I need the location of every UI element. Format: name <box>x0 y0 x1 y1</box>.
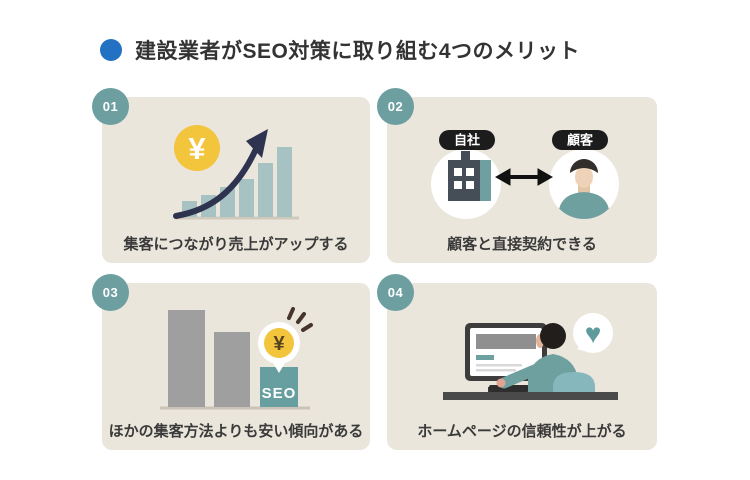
page-title: 建設業者がSEO対策に取り組む4つのメリット <box>135 40 581 63</box>
merit-panel-1: 01 ¥ 集客につながり売上がアップする <box>92 88 370 263</box>
panel-number-badge: 02 <box>377 88 414 125</box>
heart-bubble-icon: ♥ <box>573 313 613 353</box>
panel-caption: 顧客と直接契約できる <box>447 236 597 253</box>
yen-symbol: ¥ <box>188 131 206 166</box>
double-arrow-icon <box>494 168 554 186</box>
other-method-bar <box>214 332 250 407</box>
merit-panel-4: 04 <box>377 274 657 450</box>
emphasis-marks-icon <box>287 307 313 332</box>
panel-caption: ほかの集客方法よりも安い傾向がある <box>108 423 364 440</box>
seo-bar-label: SEO <box>262 385 297 402</box>
merit-panel-3: 03 SEO ¥ ほかの集客方法よりも安い傾向がある <box>92 274 370 450</box>
yen-coin-icon: ¥ <box>174 125 220 171</box>
panel-number-badge: 03 <box>92 274 129 311</box>
customer-label-pill: 顧客 <box>552 130 608 150</box>
panel-caption: 集客につながり売上がアップする <box>123 236 349 253</box>
merit-panel-2: 02 <box>377 88 657 263</box>
desk-icon <box>443 392 618 400</box>
header: 建設業者がSEO対策に取り組む4つのメリット <box>100 36 580 64</box>
customer-avatar-icon <box>559 159 609 219</box>
growth-arrow-icon <box>173 129 268 219</box>
company-customer-diagram: 自社 顧客 <box>431 130 619 219</box>
yen-coin-bubble-icon: ¥ <box>258 322 300 373</box>
yen-symbol: ¥ <box>273 333 285 355</box>
other-method-bar <box>168 310 205 407</box>
company-label-pill: 自社 <box>439 130 495 150</box>
company-label: 自社 <box>454 133 480 148</box>
customer-label: 顧客 <box>567 133 594 148</box>
blue-dot-icon <box>100 39 122 61</box>
panel-caption: ホームページの信頼性が上がる <box>417 423 627 440</box>
person-at-computer-icon: ♥ <box>443 313 618 400</box>
panel-number-badge: 01 <box>92 88 129 125</box>
company-building-icon <box>448 151 491 201</box>
seo-bar: SEO <box>260 367 298 407</box>
panel-number-badge: 04 <box>377 274 414 311</box>
cost-comparison-chart-icon: SEO ¥ <box>160 307 313 410</box>
heart-symbol: ♥ <box>585 318 602 349</box>
rising-bars-icon <box>182 147 292 217</box>
monitor-icon <box>465 323 547 392</box>
sales-growth-chart-icon: ¥ <box>173 125 299 220</box>
